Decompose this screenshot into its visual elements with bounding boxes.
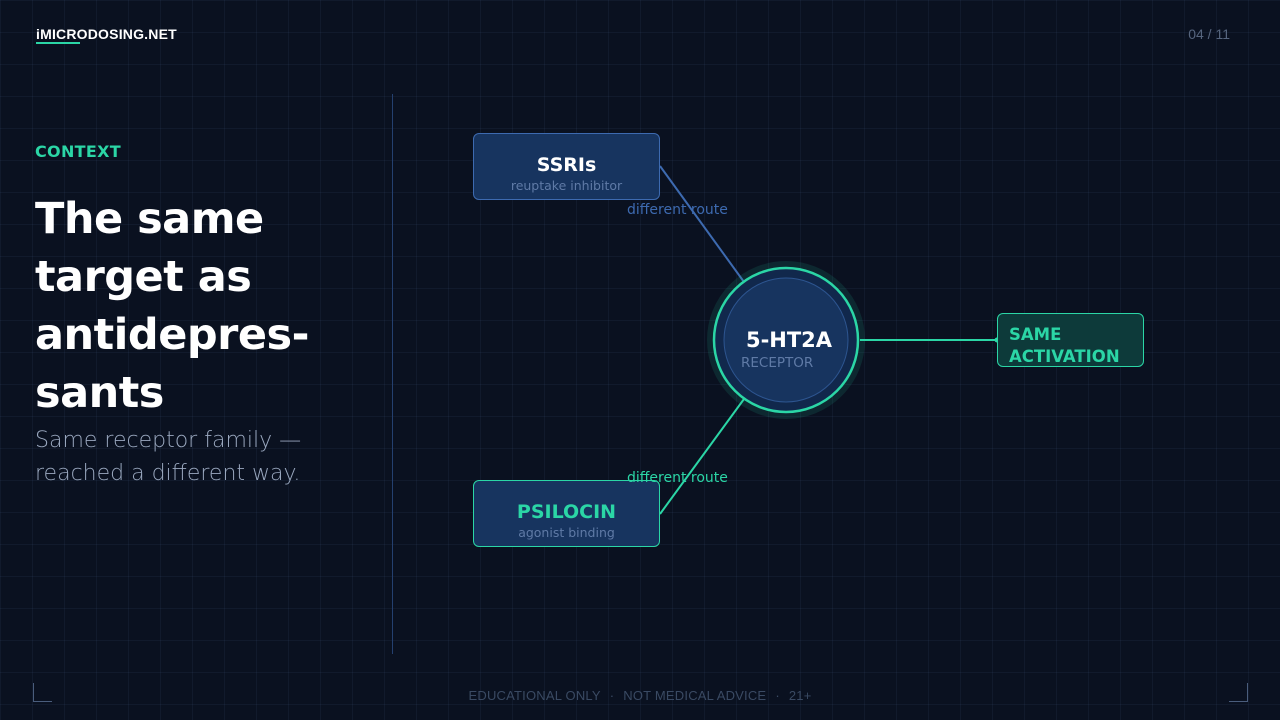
edge-label-psilocin-route: different route [627, 470, 728, 486]
corner-bracket-bottom-left [33, 683, 52, 702]
node-ssris: SSRIs reuptake inhibitor [473, 133, 660, 200]
slide-title: The same target as antidepres-sants [35, 194, 309, 418]
vertical-divider [392, 94, 393, 654]
edge-label-ssri-route: different route [627, 202, 728, 218]
footer-separator: · [775, 688, 780, 703]
node-ssris-name: SSRIs [536, 154, 597, 176]
corner-bracket-bottom-right [1229, 683, 1248, 702]
footer-item-age: 21+ [788, 688, 812, 703]
edge-ssri-to-hub [659, 165, 745, 283]
brand-logo-text: iMICRODOSING.NET [36, 26, 177, 42]
hub-glow [707, 261, 865, 419]
hub-inner-ring [723, 277, 849, 403]
brand-underline [36, 42, 80, 44]
node-ssris-sub: reuptake inhibitor [510, 178, 623, 193]
node-psilocin-name: PSILOCIN [516, 501, 617, 523]
node-psilocin: PSILOCIN agonist binding [473, 480, 660, 547]
node-result-label: SAME ACTIVATION [1009, 325, 1120, 366]
footer-item-educational: EDUCATIONAL ONLY [468, 688, 601, 703]
section-eyebrow: CONTEXT [35, 142, 121, 161]
footer-disclaimer: EDUCATIONAL ONLY · NOT MEDICAL ADVICE · 21+ [0, 688, 1280, 703]
hub-receptor-name: 5-HT2A [745, 328, 833, 352]
hub-receptor-sub: RECEPTOR [741, 355, 814, 371]
footer-item-medical: NOT MEDICAL ADVICE [623, 688, 767, 703]
footer-separator: · [609, 688, 615, 703]
node-psilocin-sub: agonist binding [518, 525, 615, 540]
page-counter: 04 / 11 [1188, 26, 1230, 42]
edge-psilocin-to-hub [659, 398, 745, 515]
slide-subtitle: Same receptor family — reached a differe… [35, 428, 302, 486]
node-same-activation: SAME ACTIVATION [997, 313, 1144, 367]
